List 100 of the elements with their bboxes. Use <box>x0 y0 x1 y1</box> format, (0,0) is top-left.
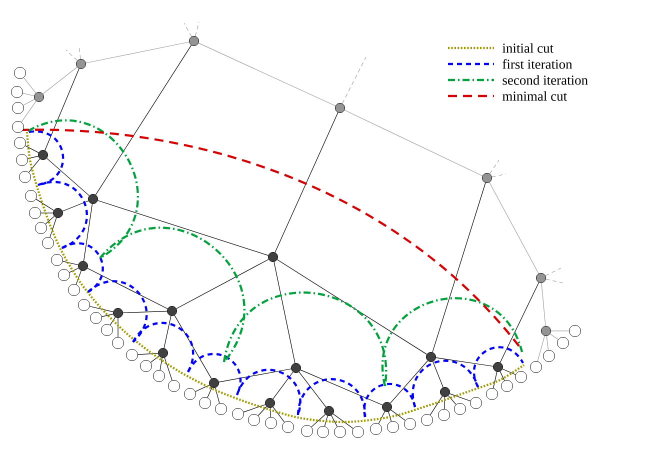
graph-edge <box>45 216 55 224</box>
graph-edge <box>274 262 296 364</box>
graph-edge <box>215 388 220 404</box>
graph-edge <box>95 44 192 196</box>
leaf-vertex <box>557 336 569 349</box>
graph-edge <box>160 358 162 370</box>
leaf-vertex <box>126 348 138 361</box>
leaf-vertex <box>387 420 399 433</box>
leaf-vertex <box>282 420 294 433</box>
legend-text: second iteration <box>502 75 588 85</box>
outer-vertex <box>541 326 551 336</box>
graph-edge <box>388 411 392 422</box>
graph-edge <box>546 336 549 350</box>
graph-edge <box>36 198 54 211</box>
graph-edge <box>444 396 446 410</box>
leaf-vertex <box>215 402 227 415</box>
outer-vertex <box>76 59 86 69</box>
graph-edge <box>550 334 558 340</box>
inner-vertex <box>158 348 168 358</box>
graph-edge <box>502 368 516 375</box>
graph-edge <box>390 410 406 421</box>
outer-vertex <box>482 173 492 183</box>
graph-edge <box>62 200 89 212</box>
leaf-vertex <box>19 171 31 183</box>
leaf-vertex <box>404 418 416 430</box>
leaf-vertex <box>334 426 346 438</box>
leaf-vertex <box>140 360 152 372</box>
leaf-vertex <box>569 325 581 337</box>
inner-vertex <box>268 252 278 262</box>
dangling-edge <box>546 278 564 284</box>
dangling-edge <box>545 268 562 276</box>
graph-edge <box>62 261 78 266</box>
graph-edge <box>324 416 328 427</box>
graph-edge <box>272 406 285 422</box>
legend-text: initial cut <box>502 43 554 53</box>
leaf-vertex <box>101 324 113 336</box>
leaf-vertex <box>199 396 211 409</box>
leaf-vertex <box>317 426 329 438</box>
leaf-vertex <box>168 380 180 392</box>
inner-vertex <box>382 402 392 412</box>
graph-edge <box>28 158 40 173</box>
inner-vertex <box>53 208 63 218</box>
leaf-vertex <box>14 137 26 149</box>
dangling-edge <box>489 160 500 174</box>
graph-edge <box>300 370 383 406</box>
inner-vertex <box>38 150 48 160</box>
graph-edge <box>270 408 271 418</box>
graph-edge <box>390 360 428 404</box>
leaf-vertex <box>11 86 23 98</box>
graph-edge <box>138 353 158 355</box>
leaf-vertex <box>248 414 260 426</box>
outer-vertex <box>189 36 199 46</box>
graph-edge <box>83 204 93 262</box>
legend-text: minimal cut <box>502 91 567 101</box>
leaf-vertex <box>501 380 513 392</box>
leaf-vertex <box>90 312 102 324</box>
graph-edge <box>164 357 172 381</box>
graph-edge <box>489 182 539 274</box>
inner-vertex <box>113 308 123 318</box>
leaf-vertex <box>454 402 466 415</box>
graph-edge <box>550 330 570 332</box>
leaf-vertex <box>232 408 244 420</box>
graph-edge <box>258 406 267 416</box>
graph-edge <box>76 270 82 285</box>
graph-edge <box>298 372 326 408</box>
leaf-vertex <box>486 388 498 400</box>
inner-vertex <box>209 378 219 388</box>
leaf-vertex <box>301 424 313 437</box>
graph-edge <box>87 268 168 310</box>
graph-edge <box>174 315 212 379</box>
leaf-vertex <box>515 370 527 383</box>
outer-vertex <box>34 92 44 102</box>
graph-edge <box>23 77 36 94</box>
leaf-vertex <box>470 396 482 409</box>
graph-edge <box>432 361 444 388</box>
graph-edge <box>541 282 546 326</box>
leaf-vertex <box>352 426 364 438</box>
dangling-edge <box>184 22 192 37</box>
graph-edge <box>449 393 471 402</box>
inner-vertex <box>88 194 98 204</box>
graph-edge <box>344 110 483 176</box>
graph-edge <box>500 282 540 363</box>
graph-edge <box>448 395 456 405</box>
inner-vertex <box>493 362 503 372</box>
leaf-vertex <box>543 350 555 362</box>
graph-edge <box>110 316 116 326</box>
graph-edge <box>430 396 443 416</box>
leaf-vertex <box>12 121 24 133</box>
inner-vertex <box>265 398 275 408</box>
graph-edge <box>500 371 505 381</box>
leaf-vertex <box>68 284 80 296</box>
leaf-vertex <box>421 414 433 426</box>
inner-vertex <box>291 363 301 373</box>
inner-vertex <box>440 386 450 397</box>
leaf-vertex <box>153 370 165 382</box>
graph-edge <box>332 414 354 429</box>
graph-edge <box>218 368 292 382</box>
graph-edge <box>50 217 57 238</box>
graph-edge <box>86 42 190 64</box>
graph-edge <box>243 404 266 412</box>
